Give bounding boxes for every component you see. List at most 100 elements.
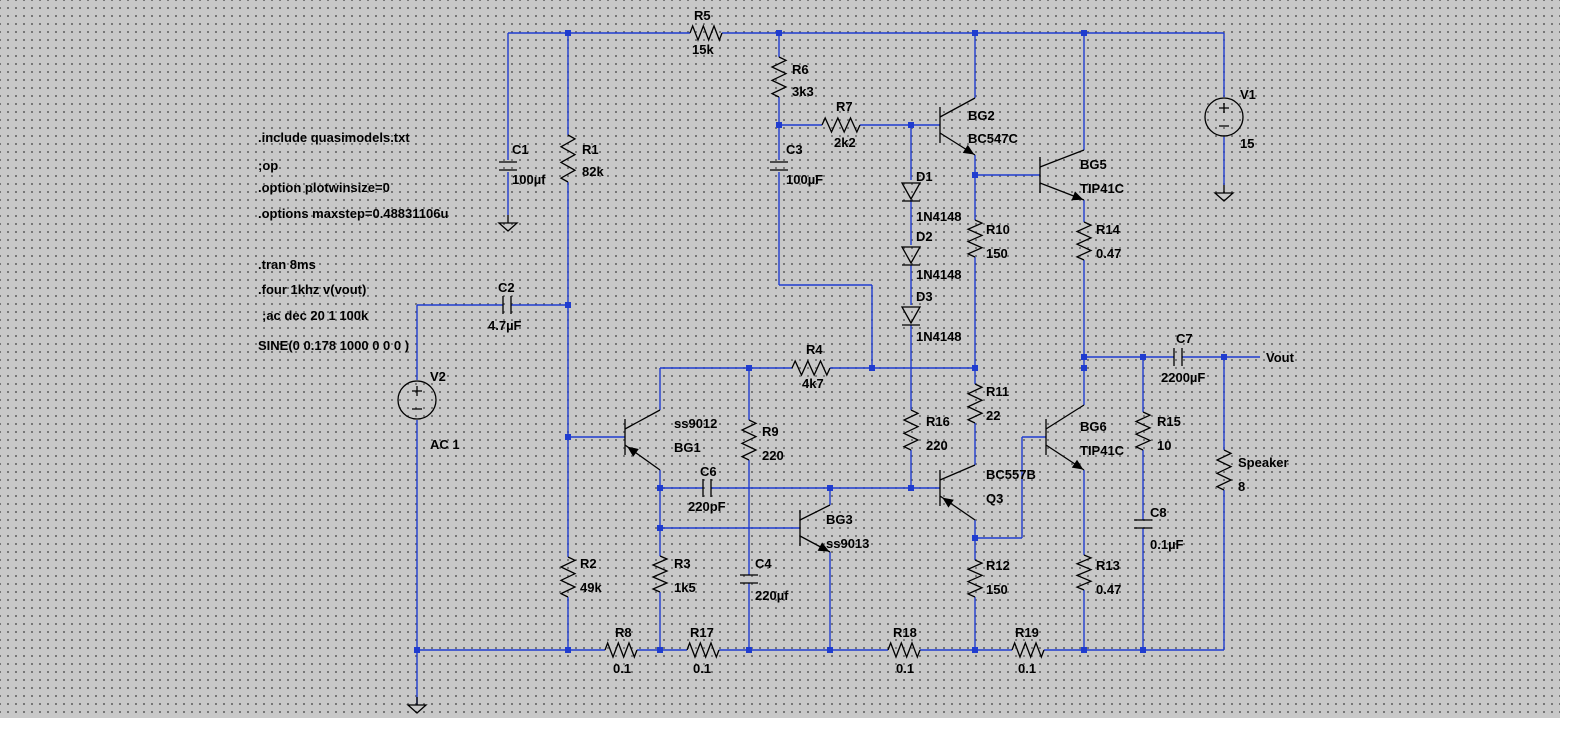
junction-dot bbox=[972, 172, 978, 178]
capacitor-label: C8 bbox=[1150, 505, 1167, 520]
junction-dot bbox=[565, 302, 571, 308]
transistor-BG6[interactable] bbox=[1045, 404, 1085, 471]
junction-dot bbox=[414, 647, 420, 653]
junction-dot bbox=[908, 485, 914, 491]
resistor-value: 0.1 bbox=[693, 661, 711, 676]
resistor-value: 0.47 bbox=[1096, 582, 1121, 597]
resistor-value: 2k2 bbox=[834, 135, 856, 150]
resistor-R11[interactable] bbox=[966, 383, 984, 424]
capacitor-value: 4.7µF bbox=[488, 318, 522, 333]
capacitor-C3[interactable] bbox=[770, 161, 788, 171]
source-value: AC 1 bbox=[430, 437, 460, 452]
junction-dot bbox=[776, 30, 782, 36]
resistor-R16[interactable] bbox=[902, 409, 920, 451]
resistor-R17[interactable] bbox=[686, 641, 720, 659]
junction-dot bbox=[657, 485, 663, 491]
transistor-BG6-arrow bbox=[1071, 459, 1084, 470]
junction-dot bbox=[1081, 354, 1087, 360]
transistor-model: BC557B bbox=[986, 467, 1036, 482]
resistor-R7[interactable] bbox=[821, 116, 861, 134]
junctions bbox=[414, 30, 1227, 653]
ground-symbol bbox=[406, 697, 428, 714]
voltage-source-V1[interactable] bbox=[1204, 97, 1244, 137]
net-label-vout: Vout bbox=[1266, 350, 1295, 365]
diode-D3[interactable] bbox=[900, 306, 922, 326]
resistor-value: 0.1 bbox=[896, 661, 914, 676]
resistor-label: R8 bbox=[615, 625, 632, 640]
components bbox=[397, 24, 1244, 714]
diode-D1[interactable] bbox=[900, 182, 922, 202]
capacitor-label: C6 bbox=[700, 464, 717, 479]
transistor-BG3-arrow bbox=[817, 542, 830, 552]
resistor-R19[interactable] bbox=[1011, 641, 1045, 659]
diode-value: 1N4148 bbox=[916, 209, 962, 224]
resistor-label: R11 bbox=[986, 384, 1009, 399]
transistor-Q3[interactable] bbox=[939, 464, 976, 521]
transistor-BG5-arrow bbox=[1071, 191, 1084, 201]
resistor-R1[interactable] bbox=[559, 134, 577, 183]
capacitor-value: 220µf bbox=[755, 588, 789, 603]
transistor-BG5[interactable] bbox=[1039, 149, 1085, 201]
diode-D2[interactable] bbox=[900, 246, 922, 266]
transistor-model: TIP41C bbox=[1080, 181, 1125, 196]
resistor-R4[interactable] bbox=[791, 359, 831, 377]
source-value: 15 bbox=[1240, 136, 1254, 151]
transistor-label: Q3 bbox=[986, 491, 1003, 506]
junction-dot bbox=[1140, 354, 1146, 360]
capacitor-C2[interactable] bbox=[502, 296, 512, 314]
capacitor-value: 2200µF bbox=[1161, 370, 1205, 385]
resistor-R18[interactable] bbox=[887, 641, 921, 659]
diode-value: 1N4148 bbox=[916, 267, 962, 282]
spice-directives: .include quasimodels.txt;op.option plotw… bbox=[258, 130, 448, 353]
resistor-R14[interactable] bbox=[1075, 221, 1093, 261]
junction-dot bbox=[776, 122, 782, 128]
diode-label: D1 bbox=[916, 169, 933, 184]
resistor-value: 150 bbox=[986, 582, 1008, 597]
transistor-Q3-arrow bbox=[942, 497, 954, 508]
resistor-R8[interactable] bbox=[604, 641, 638, 659]
junction-dot bbox=[657, 647, 663, 653]
transistor-label: BG1 bbox=[674, 440, 701, 455]
junction-dot bbox=[565, 30, 571, 36]
spice-directive: .options maxstep=0.48831106u bbox=[258, 206, 448, 221]
transistor-model: ss9013 bbox=[826, 536, 869, 551]
resistor-R10[interactable] bbox=[966, 219, 984, 258]
resistor-value: 82k bbox=[582, 164, 604, 179]
resistor-R3[interactable] bbox=[651, 555, 669, 593]
resistor-R12[interactable] bbox=[966, 559, 984, 598]
capacitor-C7[interactable] bbox=[1173, 348, 1183, 366]
capacitor-C4[interactable] bbox=[740, 574, 758, 584]
source-label: V1 bbox=[1240, 87, 1256, 102]
spice-directive: .include quasimodels.txt bbox=[258, 130, 410, 145]
wires bbox=[416, 32, 1260, 705]
voltage-source-V2[interactable] bbox=[397, 380, 437, 420]
resistor-value: 220 bbox=[762, 448, 784, 463]
resistor-value: 8 bbox=[1238, 479, 1245, 494]
junction-dot bbox=[657, 525, 663, 531]
diode-label: D3 bbox=[916, 289, 933, 304]
resistor-R2[interactable] bbox=[559, 556, 577, 598]
capacitor-C6[interactable] bbox=[702, 479, 712, 497]
resistor-R15[interactable] bbox=[1134, 411, 1152, 451]
junction-dot bbox=[908, 122, 914, 128]
spice-directive: ;op bbox=[258, 158, 278, 173]
resistor-speaker[interactable] bbox=[1215, 449, 1233, 491]
resistor-R5[interactable] bbox=[689, 24, 723, 42]
capacitor-C1[interactable] bbox=[499, 161, 517, 171]
junction-dot bbox=[972, 365, 978, 371]
diode-label: D2 bbox=[916, 229, 933, 244]
resistor-label: R15 bbox=[1157, 414, 1181, 429]
resistor-value: 22 bbox=[986, 408, 1000, 423]
resistor-label: R3 bbox=[674, 556, 691, 571]
transistor-BG2[interactable] bbox=[939, 97, 976, 156]
capacitor-C8[interactable] bbox=[1134, 519, 1152, 529]
resistor-R6[interactable] bbox=[770, 56, 788, 98]
source-label: V2 bbox=[430, 369, 446, 384]
capacitor-value: 0.1µF bbox=[1150, 537, 1184, 552]
resistor-R9[interactable] bbox=[740, 419, 758, 461]
junction-dot bbox=[1081, 647, 1087, 653]
resistor-value: 15k bbox=[692, 42, 714, 57]
transistor-BG1[interactable] bbox=[624, 409, 661, 471]
resistor-R13[interactable] bbox=[1075, 554, 1093, 591]
